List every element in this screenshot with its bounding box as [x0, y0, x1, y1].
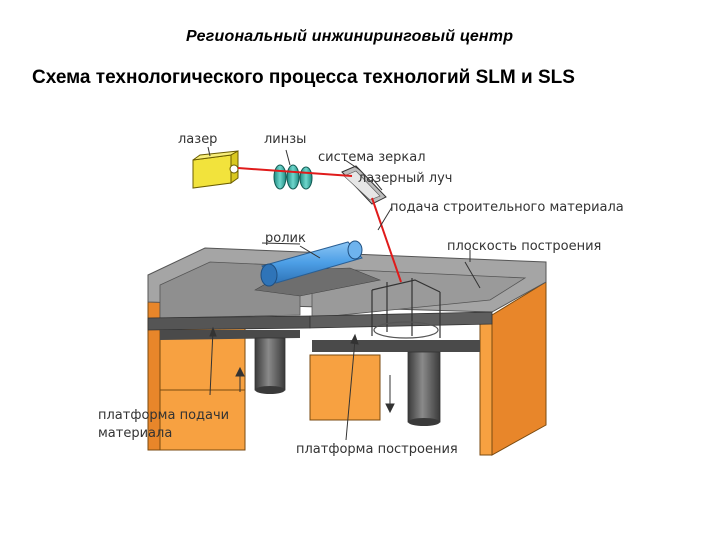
lenses	[273, 164, 313, 190]
label-build-plane: плоскость построения	[447, 239, 601, 254]
leader-lines	[207, 146, 481, 441]
roller	[260, 240, 363, 287]
label-laser-beam: лазерный луч	[358, 171, 452, 186]
label-material-feed: подача строительного материала	[390, 200, 624, 215]
mirror-system	[341, 165, 387, 205]
machine-right-wall	[479, 281, 547, 456]
diagram-title: Схема технологического процесса технолог…	[32, 67, 575, 88]
label-build-platform: платформа построения	[296, 442, 458, 457]
feed-piston	[254, 337, 286, 394]
organization-title: Региональный инжиниринговый центр	[186, 28, 514, 45]
laser-unit	[192, 150, 239, 189]
label-feed-platform-line1: платформа подачи	[98, 408, 229, 423]
build-piston	[407, 351, 441, 426]
laser-beam	[237, 167, 402, 283]
label-laser: лазер	[178, 132, 217, 147]
built-part	[371, 278, 441, 339]
machine-center-wall	[309, 354, 381, 421]
label-feed-platform-line2: материала	[98, 426, 172, 441]
label-roller: ролик	[265, 231, 306, 246]
label-mirror-system: система зеркал	[318, 150, 426, 165]
label-lenses: линзы	[264, 132, 306, 147]
